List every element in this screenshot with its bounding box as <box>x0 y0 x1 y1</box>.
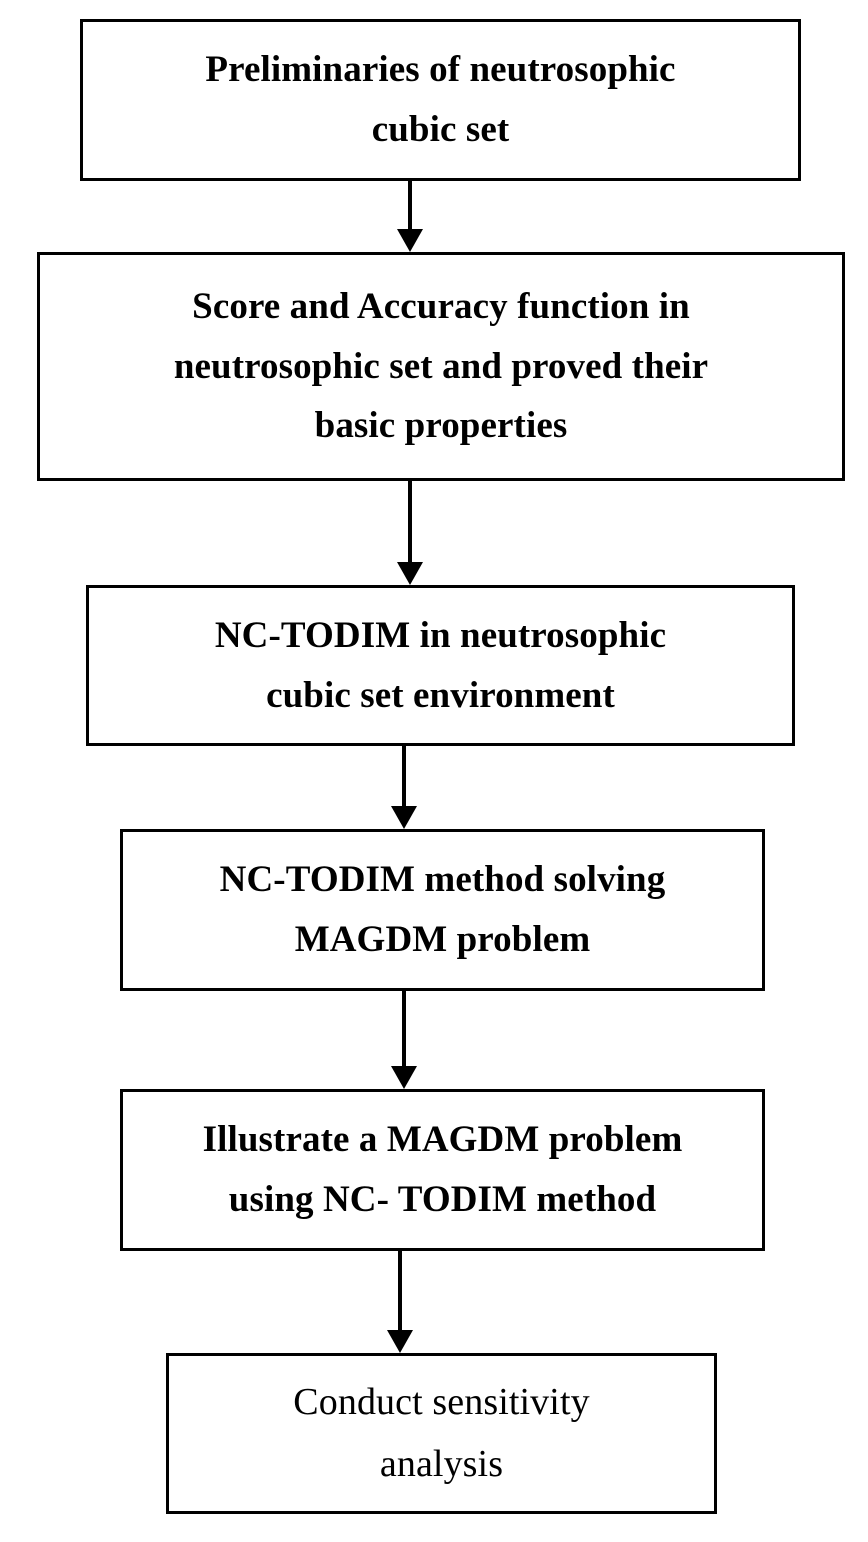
arrow-head-icon <box>397 562 423 585</box>
arrow-head-icon <box>387 1330 413 1353</box>
arrow-line <box>408 481 412 568</box>
flowchart-node-5: Illustrate a MAGDM problem using NC- TOD… <box>120 1089 765 1251</box>
node-label: NC-TODIM in neutrosophic cubic set envir… <box>214 614 667 716</box>
arrow-head-icon <box>397 229 423 252</box>
flowchart-node-6: Conduct sensitivity analysis <box>166 1353 717 1514</box>
node-label: Illustrate a MAGDM problem using NC- TOD… <box>202 1119 683 1220</box>
flowchart-node-4: NC-TODIM method solving MAGDM problem <box>120 829 765 991</box>
arrow-head-icon <box>391 806 417 829</box>
node-label: Conduct sensitivity analysis <box>293 1380 590 1485</box>
arrow-line <box>402 746 406 812</box>
arrow-line <box>408 181 412 235</box>
arrow-head-icon <box>391 1066 417 1089</box>
node-label: Preliminaries of neutrosophic cubic set <box>205 49 676 150</box>
node-label: NC-TODIM method solving MAGDM problem <box>219 859 666 960</box>
arrow-line <box>402 991 406 1072</box>
arrow-line <box>398 1251 402 1336</box>
flowchart-node-1: Preliminaries of neutrosophic cubic set <box>80 19 801 181</box>
flowchart-node-2: Score and Accuracy function in neutrosop… <box>37 252 845 481</box>
flowchart-node-3: NC-TODIM in neutrosophic cubic set envir… <box>86 585 795 746</box>
node-label: Score and Accuracy function in neutrosop… <box>173 285 709 447</box>
